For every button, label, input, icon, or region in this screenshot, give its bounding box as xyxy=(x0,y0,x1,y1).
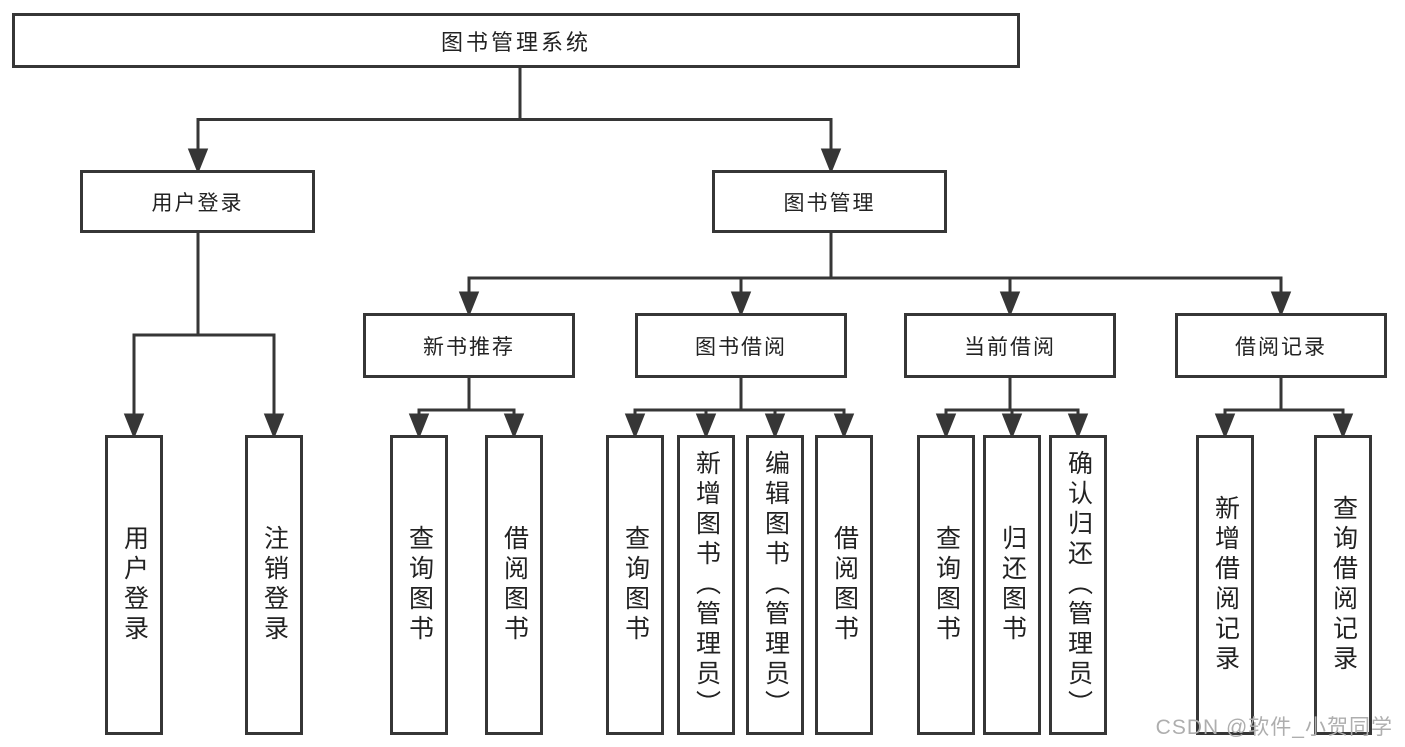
node-book-borrow: 图书借阅 xyxy=(635,313,847,378)
leaf-query-books-current: 查询图书 xyxy=(917,435,975,735)
leaf-return-books: 归还图书 xyxy=(983,435,1041,735)
node-label: 当前借阅 xyxy=(964,335,1056,359)
node-current-borrow: 当前借阅 xyxy=(904,313,1116,378)
leaf-query-books-borrow: 查询图书 xyxy=(606,435,664,735)
node-label: 借阅记录 xyxy=(1235,335,1327,359)
leaf-label: 借阅图书 xyxy=(500,525,529,645)
leaf-borrow-books: 借阅图书 xyxy=(815,435,873,735)
connector-book-borrow xyxy=(624,378,855,440)
node-library-management-system: 图书管理系统 xyxy=(12,13,1020,68)
csdn-watermark: CSDN @软件_小贺同学 xyxy=(1155,716,1393,739)
connector-borrow-records xyxy=(1214,378,1354,440)
node-user-login: 用户登录 xyxy=(80,170,315,233)
node-borrow-records: 借阅记录 xyxy=(1175,313,1387,378)
node-label: 图书管理 xyxy=(783,191,876,215)
leaf-label: 编辑图书（管理员） xyxy=(761,450,790,720)
leaf-label: 查询图书 xyxy=(932,525,961,645)
leaf-logout: 注销登录 xyxy=(245,435,303,735)
connector-current-borrow xyxy=(935,378,1089,440)
node-label: 新书推荐 xyxy=(423,335,515,359)
leaf-label: 确认归还（管理员） xyxy=(1064,450,1093,720)
node-label: 用户登录 xyxy=(151,191,244,215)
leaf-label: 新增图书（管理员） xyxy=(692,450,721,720)
leaf-label: 注销登录 xyxy=(260,525,289,645)
leaf-query-borrow-record: 查询借阅记录 xyxy=(1314,435,1372,735)
connector-new-book-recommend xyxy=(408,378,525,440)
leaf-label: 查询图书 xyxy=(405,525,434,645)
leaf-borrow-books-recommend: 借阅图书 xyxy=(485,435,543,735)
connector-user-login xyxy=(123,233,285,440)
leaf-add-borrow-record: 新增借阅记录 xyxy=(1196,435,1254,735)
node-label: 图书管理系统 xyxy=(440,29,591,55)
node-new-book-recommend: 新书推荐 xyxy=(363,313,575,378)
leaf-query-books-recommend: 查询图书 xyxy=(390,435,448,735)
leaf-label: 新增借阅记录 xyxy=(1211,495,1240,675)
leaf-add-books-admin: 新增图书（管理员） xyxy=(677,435,735,735)
leaf-label: 归还图书 xyxy=(998,525,1027,645)
leaf-label: 借阅图书 xyxy=(830,525,859,645)
connector-book-management xyxy=(458,233,1292,318)
leaf-edit-books-admin: 编辑图书（管理员） xyxy=(746,435,804,735)
leaf-confirm-return-admin: 确认归还（管理员） xyxy=(1049,435,1107,735)
leaf-label: 查询借阅记录 xyxy=(1329,495,1358,675)
node-label: 图书借阅 xyxy=(695,335,787,359)
leaf-label: 查询图书 xyxy=(621,525,650,645)
leaf-label: 用户登录 xyxy=(120,525,149,645)
node-book-management: 图书管理 xyxy=(712,170,947,233)
leaf-user-login: 用户登录 xyxy=(105,435,163,735)
connector-root xyxy=(187,68,842,175)
